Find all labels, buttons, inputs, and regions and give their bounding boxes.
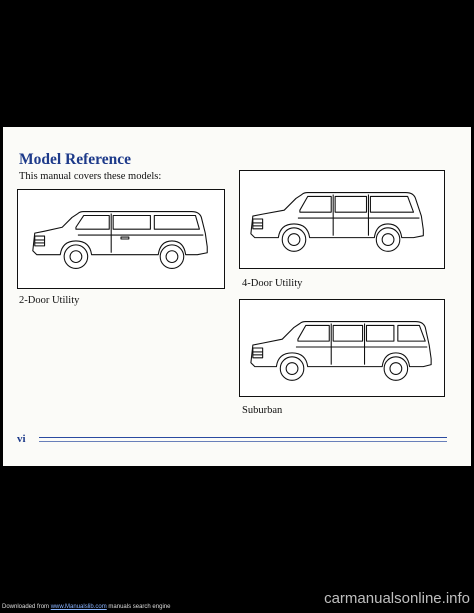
site-watermark: carmanualsonline.info [324,590,470,607]
footer-suffix: manuals search engine [108,604,171,610]
download-footer: Downloaded from www.Manualslib.com manua… [2,604,170,610]
figure-two-door-utility [17,189,225,289]
figure-caption: 2-Door Utility [19,295,80,306]
two-door-utility-vehicle-icon [32,211,208,269]
footer-prefix: Downloaded from [2,604,50,610]
figure-four-door-utility [239,170,445,269]
page-number: vi [17,433,26,445]
suburban-vehicle-icon [250,321,432,381]
four-door-utility-vehicle-icon [250,192,424,252]
footer-rule [39,437,447,438]
intro-text: This manual covers these models: [19,171,162,182]
figure-suburban [239,299,445,397]
page-title: Model Reference [19,151,132,168]
figure-caption: Suburban [242,405,283,416]
figure-caption: 4-Door Utility [242,278,303,289]
manual-page: Model Reference This manual covers these… [3,127,471,466]
footer-rule-secondary [39,441,447,442]
manualslib-link[interactable]: www.Manualslib.com [50,604,107,610]
